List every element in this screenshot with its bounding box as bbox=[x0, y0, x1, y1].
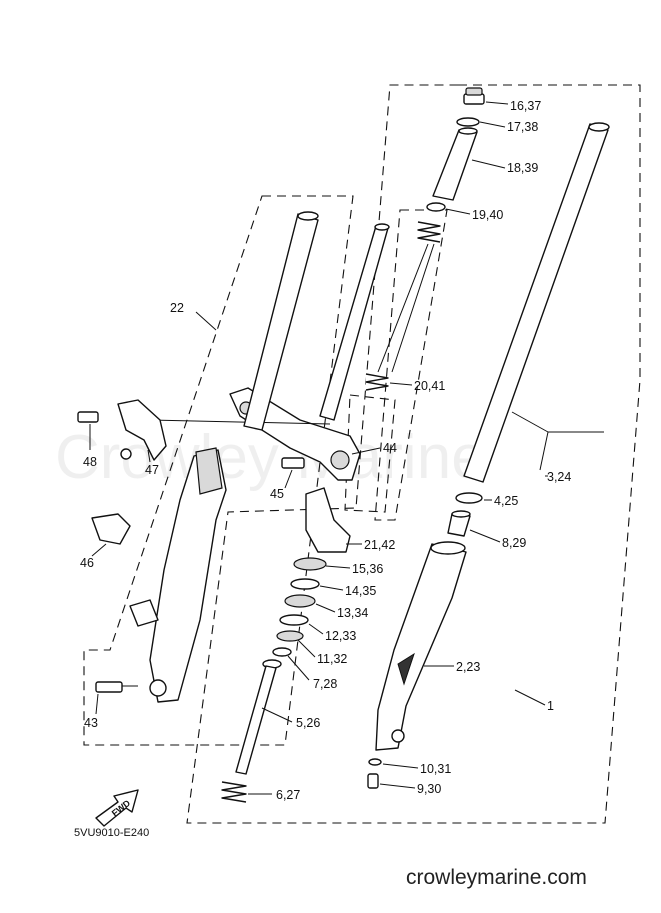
drain-bolt-part bbox=[368, 758, 419, 769]
callout-13-34: 13,34 bbox=[337, 606, 368, 620]
slide-bushing-part bbox=[455, 492, 492, 504]
callout-45: 45 bbox=[270, 487, 284, 501]
callout-3-24: 3,24 bbox=[547, 470, 571, 484]
callout-4-25: 4,25 bbox=[494, 494, 518, 508]
washer-lower-part bbox=[279, 614, 324, 635]
inner-tube-part bbox=[463, 122, 610, 483]
callout-9-30: 9,30 bbox=[417, 782, 441, 796]
callout-7-28: 7,28 bbox=[313, 677, 337, 691]
diagram-code: 5VU9010-E240 bbox=[74, 827, 149, 839]
cap-bolt-part bbox=[463, 87, 509, 105]
callout-46: 46 bbox=[80, 556, 94, 570]
oil-seal-part bbox=[284, 594, 336, 613]
washer-part bbox=[426, 202, 471, 215]
oil-seal-clip-part bbox=[290, 578, 344, 591]
bracket-bolt-part bbox=[281, 457, 305, 489]
callout-43: 43 bbox=[84, 716, 98, 730]
callout-14-35: 14,35 bbox=[345, 584, 376, 598]
assembly-outline-bracket bbox=[344, 394, 396, 513]
dust-seal-part bbox=[293, 557, 351, 571]
callout-19-40: 19,40 bbox=[472, 208, 503, 222]
forward-arrow-icon: FWD bbox=[95, 789, 139, 827]
callout-16-37: 16,37 bbox=[510, 99, 541, 113]
callout-11-32: 11,32 bbox=[317, 652, 347, 666]
callout-8-29: 8,29 bbox=[502, 536, 526, 550]
damper-seat-part bbox=[447, 510, 501, 543]
outer-tube-part bbox=[375, 541, 467, 751]
callout-6-27: 6,27 bbox=[276, 788, 300, 802]
callout-18-39: 18,39 bbox=[507, 161, 538, 175]
callout-15-36: 15,36 bbox=[352, 562, 383, 576]
assembly-outline-left bbox=[83, 195, 354, 746]
damper-rod-part bbox=[235, 659, 293, 775]
callout-1: 1 bbox=[547, 699, 554, 713]
rebound-spring-part bbox=[221, 781, 272, 803]
hose-holder-part bbox=[117, 399, 167, 463]
callout-2-23: 2,23 bbox=[456, 660, 480, 674]
assembly-leader-1 bbox=[514, 689, 546, 706]
caliper-bolt-part bbox=[95, 681, 138, 715]
o-ring-part bbox=[456, 117, 506, 128]
callout-20-41: 20,41 bbox=[414, 379, 445, 393]
assembly-outline-right bbox=[186, 84, 641, 824]
bolt-part bbox=[367, 773, 416, 789]
holder-bolt-part bbox=[77, 411, 99, 450]
cable-clamp-part bbox=[91, 513, 131, 557]
callout-47: 47 bbox=[145, 463, 159, 477]
callout-21-42: 21,42 bbox=[364, 538, 395, 552]
callout-10-31: 10,31 bbox=[420, 762, 451, 776]
fork-spring-part bbox=[365, 221, 441, 391]
callout-22: 22 bbox=[170, 301, 184, 315]
site-footer: crowleymarine.com bbox=[406, 866, 587, 889]
callout-12-33: 12,33 bbox=[325, 629, 356, 643]
piston-ring-part bbox=[272, 647, 310, 681]
spacer-tube-part bbox=[432, 127, 506, 201]
callout-17-38: 17,38 bbox=[507, 120, 538, 134]
left-fork-assembly-part bbox=[129, 211, 319, 703]
outer-bushing-part bbox=[276, 630, 316, 658]
callout-5-26: 5,26 bbox=[296, 716, 320, 730]
fork-cover-part bbox=[305, 487, 362, 553]
callout-48: 48 bbox=[83, 455, 97, 469]
callout-44: 44 bbox=[383, 441, 397, 455]
